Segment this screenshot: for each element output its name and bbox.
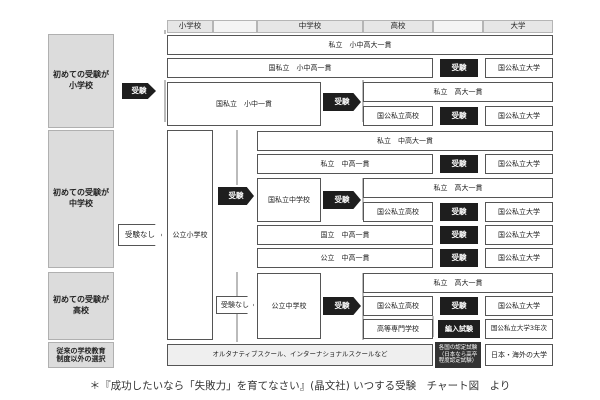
private-high-univ-box: 私立 高大一貫 — [363, 178, 553, 198]
natpub-priv-high-box: 国公私立高校 — [363, 106, 433, 126]
public-middle-high-box: 公立 中高一貫 — [257, 248, 433, 268]
exam-arrow: 受験 — [218, 187, 254, 205]
header-high: 高校 — [363, 20, 433, 33]
natpriv-middle-box: 国私立中学校 — [257, 178, 321, 222]
exam-arrow: 受験 — [323, 93, 361, 111]
header-spacer — [433, 20, 483, 33]
natpub-priv-univ-box: 国公私立大学 — [485, 296, 553, 316]
natpub-priv-high-box: 国公私立高校 — [363, 202, 433, 222]
header-university: 大学 — [483, 20, 553, 33]
source-footnote: ＊『成功したいなら「失敗力」を育てなさい』(晶文社) いつする受験 チャート図 … — [89, 380, 511, 392]
technical-college-box: 高等専門学校 — [363, 319, 433, 339]
exam-badge: 受験 — [440, 155, 478, 173]
exam-arrow: 受験 — [323, 297, 361, 315]
natpub-priv-univ-box: 国公私立大学 — [485, 248, 553, 268]
private-middle-high-box: 私立 中高一貫 — [257, 154, 433, 174]
exam-badge: 受験 — [440, 59, 478, 77]
private-high-univ-box: 私立 高大一貫 — [363, 273, 553, 293]
natpub-priv-univ-box: 国公私立大学 — [485, 154, 553, 174]
header-elementary: 小学校 — [167, 20, 213, 33]
public-elementary-box: 公立小学校 — [167, 130, 213, 340]
alternative-schools-box: オルタナティブスクール、インターナショナルスクールなど — [167, 344, 433, 366]
public-middle-box: 公立中学校 — [257, 273, 321, 339]
row-label-elementary: 初めての受験が 小学校 — [48, 34, 114, 128]
natpub-priv-univ-box: 国公私立大学 — [485, 58, 553, 78]
row-label-middle: 初めての受験が 中学校 — [48, 130, 114, 268]
exam-badge: 受験 — [440, 249, 478, 267]
exam-arrow: 受験 — [323, 191, 361, 209]
private-middle-to-univ-box: 私立 中高大一貫 — [257, 131, 553, 151]
exam-badge: 受験 — [440, 226, 478, 244]
exam-badge: 受験 — [440, 203, 478, 221]
private-high-univ-box: 私立 高大一貫 — [363, 82, 553, 102]
natpub-priv-univ-box: 国公私立大学 — [485, 202, 553, 222]
exam-arrow: 受験 — [122, 83, 156, 99]
transfer-exam-badge: 編入試験 — [438, 320, 480, 338]
row-label-high: 初めての受験が 高校 — [48, 272, 114, 340]
no-exam-arrow: 受験なし — [118, 224, 162, 246]
exam-badge: 受験 — [440, 107, 478, 125]
univ-third-year-box: 国公私立大学3年次 — [485, 319, 553, 339]
row-label-outside: 従来の学校教育 制度以外の選択 — [48, 342, 114, 368]
no-exam-arrow: 受験なし — [216, 296, 254, 314]
natpub-priv-high-box: 国公私立高校 — [363, 296, 433, 316]
exam-badge: 受験 — [440, 297, 478, 315]
header-spacer — [213, 20, 257, 33]
japan-overseas-univ-box: 日本・海外の大学 — [485, 344, 553, 366]
natpriv-elem-middle-high-box: 国私立 小中高一貫 — [167, 58, 433, 78]
national-middle-high-box: 国立 中高一貫 — [257, 225, 433, 245]
natpub-priv-univ-box: 国公私立大学 — [485, 225, 553, 245]
private-elem-to-univ-box: 私立 小中高大一貫 — [167, 35, 553, 55]
natpub-priv-univ-box: 国公私立大学 — [485, 106, 553, 126]
header-middle: 中学校 — [257, 20, 363, 33]
equivalency-exam-badge: 各国の認定試験 （日本なら高卒 程度認定試験） — [435, 342, 481, 368]
natpriv-elem-middle-box: 国私立 小中一貫 — [167, 82, 321, 126]
